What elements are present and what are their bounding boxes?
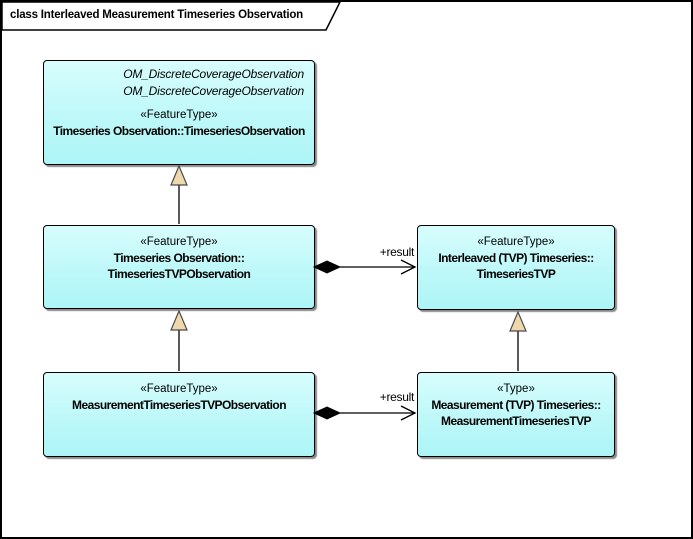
stereotype-label: «Type»	[497, 383, 535, 395]
class-box-timeseriestvp[interactable]: «FeatureType» Interleaved (TVP) Timeseri…	[417, 225, 615, 310]
open-arrowhead-icon	[400, 259, 417, 275]
class-box-timeseriestvpobservation[interactable]: «FeatureType» Timeseries Observation:: T…	[43, 225, 315, 309]
composition-diamond-icon	[312, 406, 342, 420]
class-name-label: Interleaved (TVP) Timeseries::	[438, 251, 594, 265]
generalization-connector-tvpobs-to-tsobs[interactable]	[170, 164, 188, 224]
class-name-label: MeasurementTimeseriesTVPObservation	[72, 398, 287, 412]
generalization-arrowhead-icon	[170, 309, 188, 331]
class-box-measurementtimeseriestvpobservation[interactable]: «FeatureType» MeasurementTimeseriesTVPOb…	[43, 372, 315, 457]
stereotype-label: «FeatureType»	[140, 109, 218, 121]
frame-title: class Interleaved Measurement Timeseries…	[10, 9, 304, 21]
class-name-label: Timeseries Observation::TimeseriesObserv…	[53, 124, 305, 138]
class-box-timeseriesobservation[interactable]: OM_DiscreteCoverageObservation OM_Discre…	[43, 60, 315, 165]
generalization-connector-measobs-to-tvpobs[interactable]	[170, 309, 188, 371]
stereotype-label: «FeatureType»	[140, 236, 218, 248]
class-name-label: Timeseries Observation::	[113, 251, 245, 265]
parent-class-label: OM_DiscreteCoverageObservation	[123, 67, 304, 81]
open-arrowhead-icon	[400, 405, 417, 421]
stereotype-label: «FeatureType»	[140, 383, 218, 395]
generalization-connector-meastvp-to-tstvp[interactable]	[509, 310, 527, 371]
composition-connector-tvpobs-result[interactable]	[312, 259, 417, 275]
generalization-arrowhead-icon	[509, 310, 527, 332]
class-box-measurementtimeseriestvp[interactable]: «Type» Measurement (TVP) Timeseries:: Me…	[417, 372, 615, 457]
stereotype-label: «FeatureType»	[477, 236, 555, 248]
class-name-label: TimeseriesTVPObservation	[107, 267, 251, 281]
association-role-label: +result	[379, 390, 415, 404]
parent-class-label: OM_DiscreteCoverageObservation	[123, 84, 304, 98]
class-name-label: Measurement (TVP) Timeseries::	[431, 398, 601, 412]
generalization-arrowhead-icon	[170, 164, 188, 186]
class-name-label: MeasurementTimeseriesTVP	[441, 414, 592, 428]
composition-diamond-icon	[312, 260, 342, 274]
association-role-label: +result	[379, 245, 415, 259]
composition-connector-measobs-result[interactable]	[312, 405, 417, 421]
class-name-label: TimeseriesTVP	[476, 267, 556, 281]
